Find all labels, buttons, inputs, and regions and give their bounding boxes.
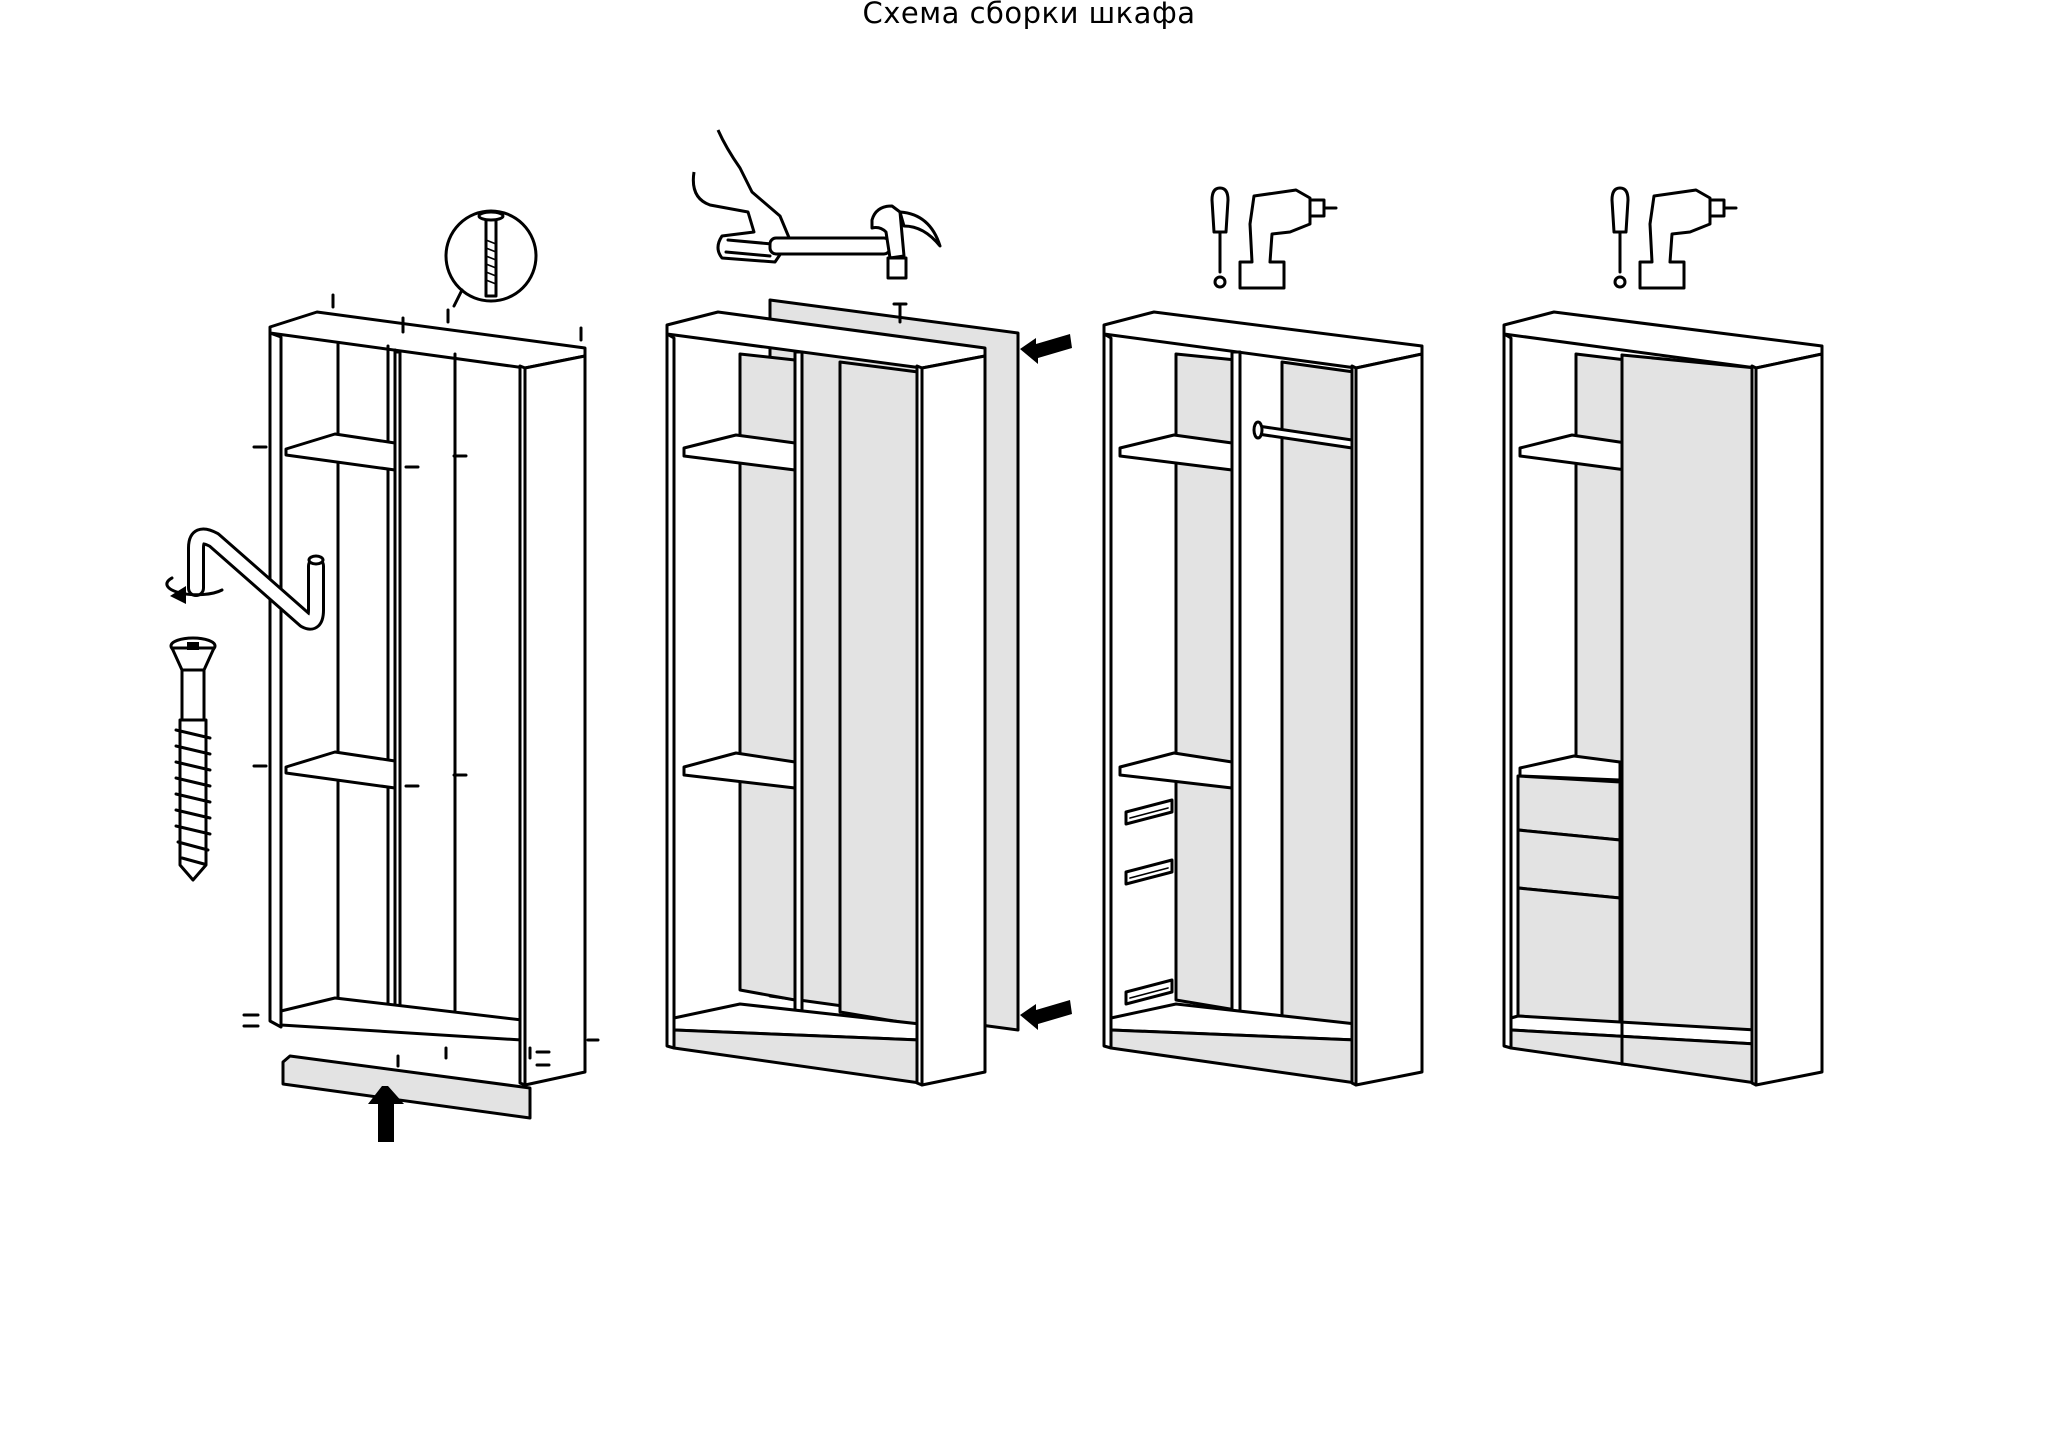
screwdriver-icon — [1210, 186, 1230, 289]
drawer-fronts — [1516, 754, 1622, 1026]
insert-arrow-icon — [368, 1086, 404, 1142]
page-title: Схема сборки шкафа — [862, 0, 1196, 30]
hex-key-icon — [165, 527, 325, 631]
nail-icon — [892, 302, 908, 324]
screw-detail-icon — [444, 209, 538, 308]
drill-icon — [1238, 188, 1338, 290]
push-arrow-icon — [1020, 1000, 1072, 1030]
wardrobe-door — [1620, 353, 1758, 1078]
confirmat-screw-icon — [169, 636, 217, 882]
drawer-runners — [1124, 798, 1174, 1006]
step-2-back-panel — [665, 129, 1072, 1087]
dowel-marks — [242, 293, 600, 1068]
screwdriver-icon — [1610, 186, 1630, 289]
drill-icon — [1638, 188, 1738, 290]
hammer-hand-icon — [691, 129, 942, 280]
step-1-carcass — [165, 209, 600, 1142]
step-4-doors — [1502, 186, 1824, 1087]
plinth-panel — [281, 1054, 532, 1120]
push-arrow-icon — [1020, 334, 1072, 364]
step-3-runners — [1102, 186, 1424, 1087]
